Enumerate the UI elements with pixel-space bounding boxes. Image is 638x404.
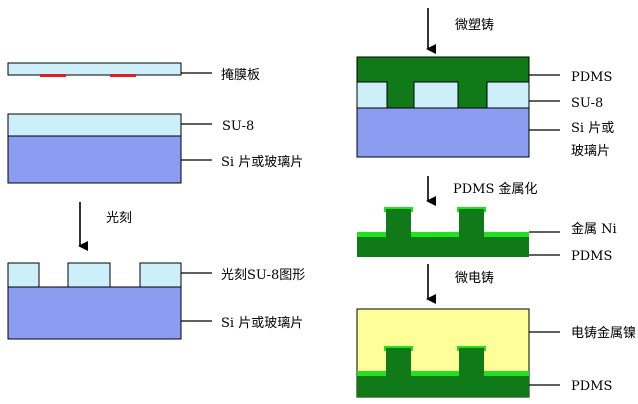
su8-feature xyxy=(356,81,388,109)
label-electroform-ni: 电铸金属镍 xyxy=(571,325,636,341)
ni-film xyxy=(357,232,529,237)
label-su8-right: SU-8 xyxy=(571,96,603,111)
label-su8-pattern: 光刻SU-8图形 xyxy=(221,268,305,283)
substrate xyxy=(356,107,530,158)
pdms-post xyxy=(386,348,411,376)
mask-opaque-region xyxy=(110,74,136,77)
su8-layer xyxy=(7,113,182,137)
metallized-pdms xyxy=(357,207,529,257)
mask-opaque-region xyxy=(40,74,66,77)
pdms-base xyxy=(357,376,529,397)
label-photolith: 光刻 xyxy=(106,211,132,226)
ni-film xyxy=(357,371,529,376)
pdms-post xyxy=(386,209,411,237)
label-pdms-1: PDMS xyxy=(571,70,612,85)
pdms-cast-on-mold xyxy=(356,56,530,158)
label-metal-ni: 金属 Ni xyxy=(571,221,617,237)
substrate xyxy=(7,135,182,184)
label-si-glass-1: Si 片或玻璃片 xyxy=(221,155,303,170)
label-micro-molding: 微塑铸 xyxy=(455,17,494,33)
pdms-post xyxy=(459,348,484,376)
pdms-base xyxy=(357,237,529,257)
label-pdms-metallize: PDMS 金属化 xyxy=(453,181,538,197)
electroformed-structure xyxy=(356,308,530,398)
label-mask: 掩膜板 xyxy=(221,68,260,83)
substrate xyxy=(7,286,182,340)
mask-plate xyxy=(7,62,182,77)
label-pdms-3: PDMS xyxy=(571,379,612,394)
label-su8: SU-8 xyxy=(222,119,254,134)
su8-coated-substrate xyxy=(7,113,182,184)
label-si-right-line1: Si 片或 xyxy=(571,121,614,136)
su8-feature xyxy=(413,81,459,109)
su8-feature xyxy=(486,81,530,109)
label-micro-electroform: 微电铸 xyxy=(455,270,494,286)
label-pdms-2: PDMS xyxy=(571,249,612,264)
label-si-right-line2: 玻璃片 xyxy=(571,144,610,159)
pdms-post xyxy=(459,209,484,237)
label-si-glass-2: Si 片或玻璃片 xyxy=(221,316,303,331)
patterned-su8 xyxy=(7,262,182,340)
